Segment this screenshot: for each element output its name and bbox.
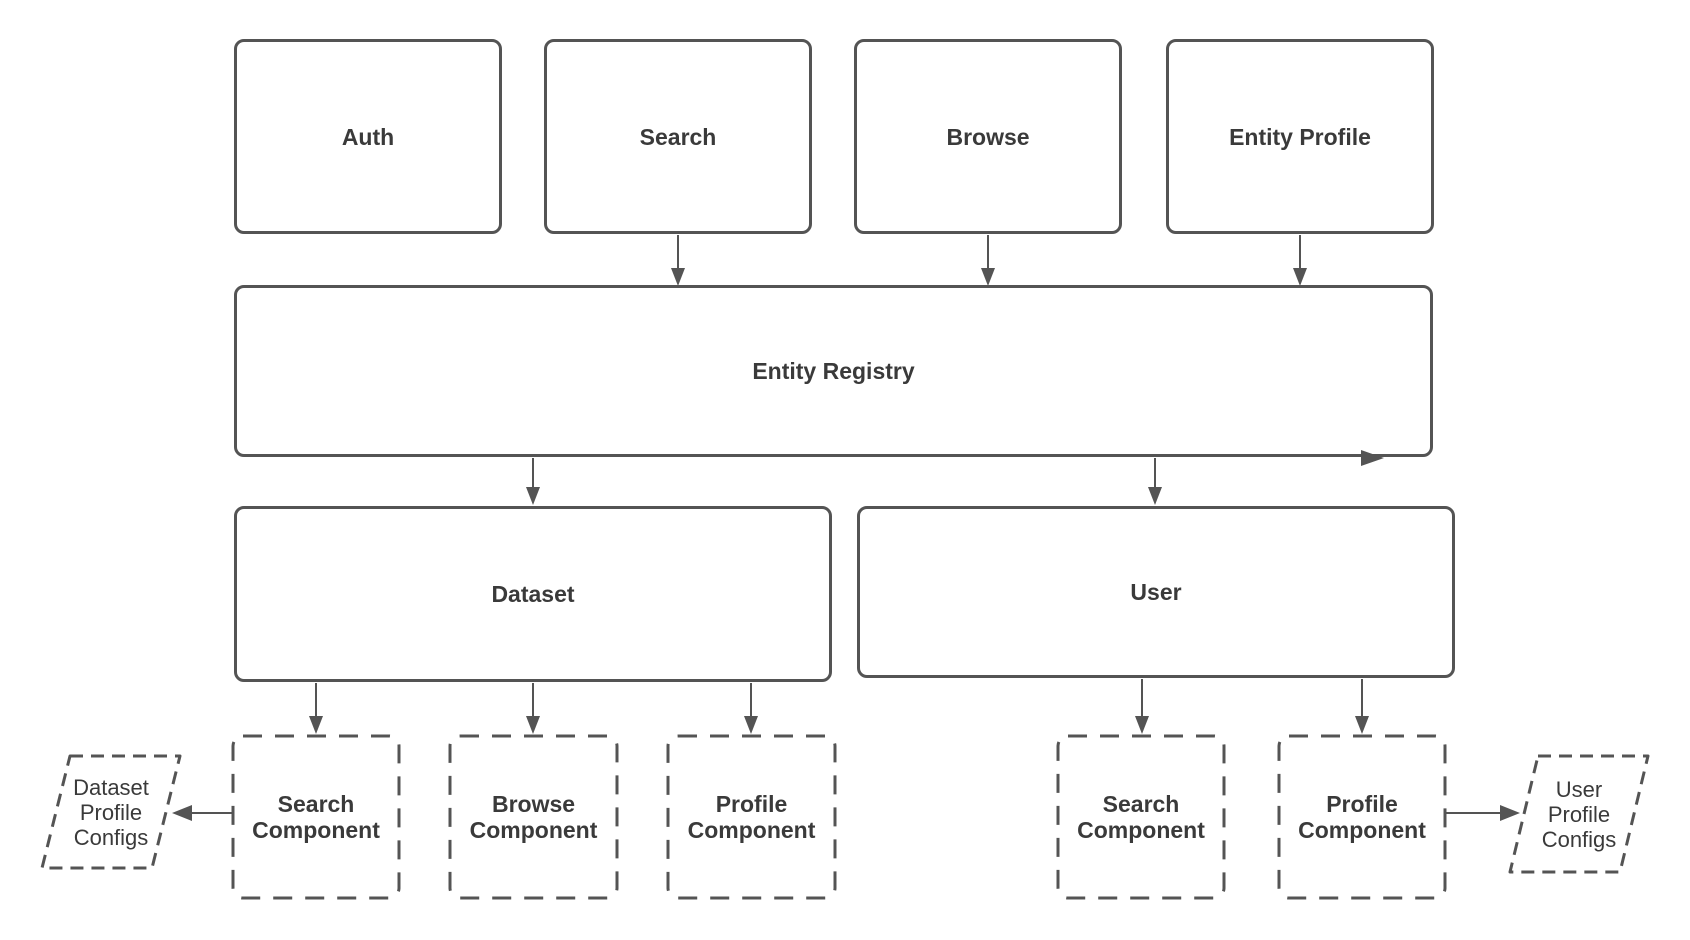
arrow-registry-to-user	[1148, 458, 1162, 505]
node-user-profile-configs: User Profile Configs	[1510, 756, 1648, 872]
node-search-label: Search	[639, 123, 717, 150]
node-user-search-component: Search Component	[1058, 736, 1224, 898]
node-entity-profile-label: Entity Profile	[1229, 123, 1371, 150]
arrow-dataset-to-search-component	[309, 683, 323, 734]
arrow-registry-to-dataset	[526, 458, 540, 505]
arrow-entity-profile-to-registry	[1293, 235, 1307, 286]
user-profile-component-label: Profile Component	[1298, 791, 1426, 843]
node-dataset-profile-configs: Dataset Profile Configs	[42, 756, 180, 868]
node-entity-profile: Entity Profile	[1166, 39, 1434, 234]
node-entity-registry-label: Entity Registry	[752, 358, 915, 384]
node-user-label: User	[1130, 579, 1182, 605]
node-browse-label: Browse	[946, 123, 1030, 150]
user-profile-configs-label: User Profile Configs	[1541, 776, 1617, 852]
user-search-component-label: Search Component	[1077, 791, 1205, 843]
arrow-dataset-to-browse-component	[526, 683, 540, 734]
node-dataset-browse-component: Browse Component	[450, 736, 617, 898]
arrow-dataset-to-profile-component	[744, 683, 758, 734]
dataset-search-component-label: Search Component	[252, 791, 380, 843]
node-user-profile-component: Profile Component	[1279, 736, 1445, 898]
node-browse: Browse	[854, 39, 1122, 234]
dataset-profile-configs-label: Dataset Profile Configs	[73, 774, 149, 850]
node-user: User	[857, 506, 1455, 678]
dataset-profile-component-label: Profile Component	[687, 791, 816, 843]
node-dataset-label: Dataset	[491, 581, 575, 607]
arrow-search-to-registry	[671, 235, 685, 286]
arrow-user-to-search-component	[1135, 679, 1149, 734]
node-dataset-search-component: Search Component	[233, 736, 399, 898]
dataset-browse-component-label: Browse Component	[469, 791, 598, 843]
node-dataset: Dataset	[234, 506, 832, 682]
arrow-browse-to-registry	[981, 235, 995, 286]
node-dataset-profile-component: Profile Component	[668, 736, 835, 898]
arrow-user-to-profile-component	[1355, 679, 1369, 734]
node-auth: Auth	[234, 39, 502, 234]
node-entity-registry: Entity Registry	[234, 285, 1433, 457]
arrow-profile-component-to-user-configs	[1445, 805, 1520, 821]
node-auth-label: Auth	[341, 123, 395, 150]
arrow-search-component-to-dataset-configs	[172, 805, 233, 821]
node-search: Search	[544, 39, 812, 234]
